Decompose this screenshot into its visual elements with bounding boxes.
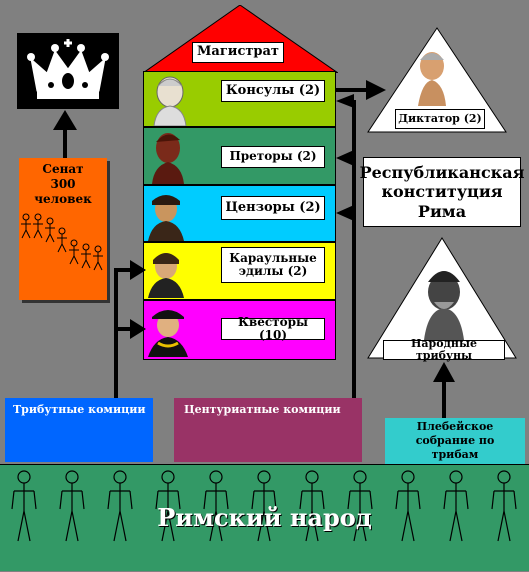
consul-portrait-icon	[153, 76, 187, 126]
censors-label: Цензоры (2)	[221, 196, 325, 220]
consuls-label: Консулы (2)	[221, 80, 325, 102]
tribunes-triangle	[367, 237, 517, 359]
aediles-label: Караульные эдилы (2)	[221, 247, 325, 283]
constitution-label: Республиканская конституция Рима	[360, 157, 524, 227]
tribal-quaestors-arrowhead	[130, 319, 146, 339]
people-figures-icon	[11, 470, 517, 542]
tribal-aediles-arrowhead	[130, 260, 146, 280]
dictator-portrait-icon	[418, 52, 446, 106]
praetors-label: Преторы (2)	[221, 146, 325, 168]
consuls-dictator-arrow-line	[336, 88, 370, 92]
dictator-triangle	[367, 27, 507, 133]
senate-label: Сенат 300 человек	[34, 162, 92, 206]
consuls-input-arrowhead	[336, 94, 354, 108]
magistrate-roof	[143, 5, 338, 73]
tribal-to-aediles-line	[114, 268, 134, 272]
aedile-portrait-icon	[148, 253, 184, 298]
consuls-dictator-arrowhead	[366, 80, 386, 100]
senators-figures-icon	[21, 213, 103, 271]
centuriate-comitia-label: Центуриатные комиции	[184, 403, 341, 416]
magistrate-title: Магистрат	[192, 42, 284, 63]
roman-people-label: Римский народ	[157, 503, 372, 532]
quaestors-label: Квесторы (10)	[221, 315, 325, 342]
dictator-label: Диктатор (2)	[395, 109, 485, 129]
censors-arrowhead	[336, 205, 354, 221]
centuriate-comitia-box: Центуриатные комиции	[174, 398, 362, 462]
tribune-portrait-icon	[424, 271, 464, 340]
plebeian-assembly-box: Плебейское собрание по трибам	[385, 418, 525, 464]
senate-box: Сенат 300 человек	[19, 158, 107, 300]
tribal-to-quaestors-line	[114, 327, 134, 331]
senate-crown-arrowhead	[53, 110, 77, 130]
praetors-arrowhead	[336, 150, 354, 166]
plebeian-assembly-label: Плебейское собрание по трибам	[415, 419, 495, 462]
quaestor-portrait-icon	[148, 310, 188, 357]
tribunes-label: Народные трибуны	[383, 337, 505, 362]
senate-crown-arrow-line	[63, 128, 67, 160]
tribal-comitia-label: Трибутные комиции	[13, 403, 146, 416]
centuriate-vertical-line	[352, 100, 356, 400]
plebeian-tribunes-arrow-line	[442, 378, 446, 420]
praetor-portrait-icon	[152, 133, 184, 184]
crown-box	[17, 33, 119, 109]
tribal-comitia-box: Трибутные комиции	[5, 398, 153, 462]
crown-icon	[27, 39, 109, 99]
tribal-vertical-line	[114, 268, 118, 400]
roman-people-box: Римский народ	[0, 464, 529, 571]
plebeian-tribunes-arrowhead	[433, 362, 455, 382]
censor-portrait-icon	[148, 195, 184, 241]
